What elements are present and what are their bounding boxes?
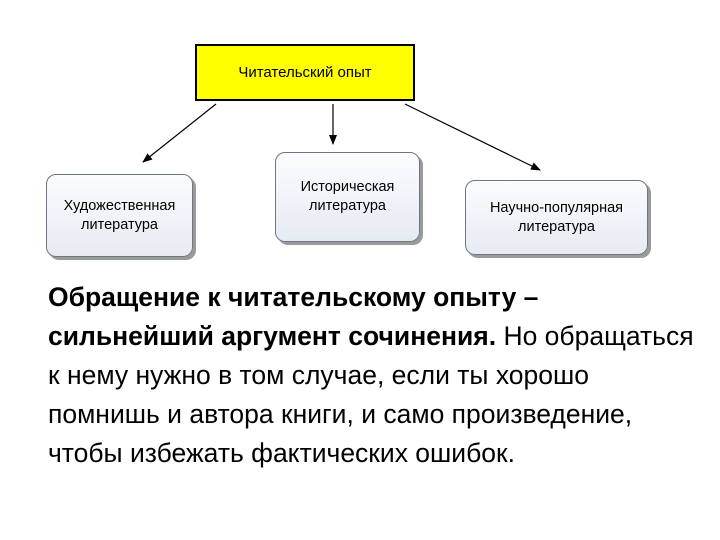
child-node-popular-science: Научно-популярная литература (465, 180, 648, 255)
root-node-reading-experience: Читательский опыт (195, 44, 415, 101)
child-node-historical: Историческая литература (275, 152, 420, 242)
body-regular-text: Но обращаться к нему нужно в том случае,… (48, 321, 694, 468)
child-node-fiction: Художественная литература (46, 174, 193, 257)
arrow-to-popular-science (404, 103, 541, 171)
child-node-label-popular-science: Научно-популярная литература (489, 199, 624, 235)
body-bold-statement: Обращение к читательскому опыту – сильне… (48, 282, 539, 351)
root-node-label: Читательский опыт (238, 63, 372, 81)
body-paragraph: Обращение к читательскому опыту – сильне… (48, 278, 698, 473)
child-node-label-historical: Историческая литература (300, 179, 395, 214)
child-node-label-fiction: Художественная литература (63, 197, 176, 233)
arrow-to-fiction (142, 103, 217, 163)
